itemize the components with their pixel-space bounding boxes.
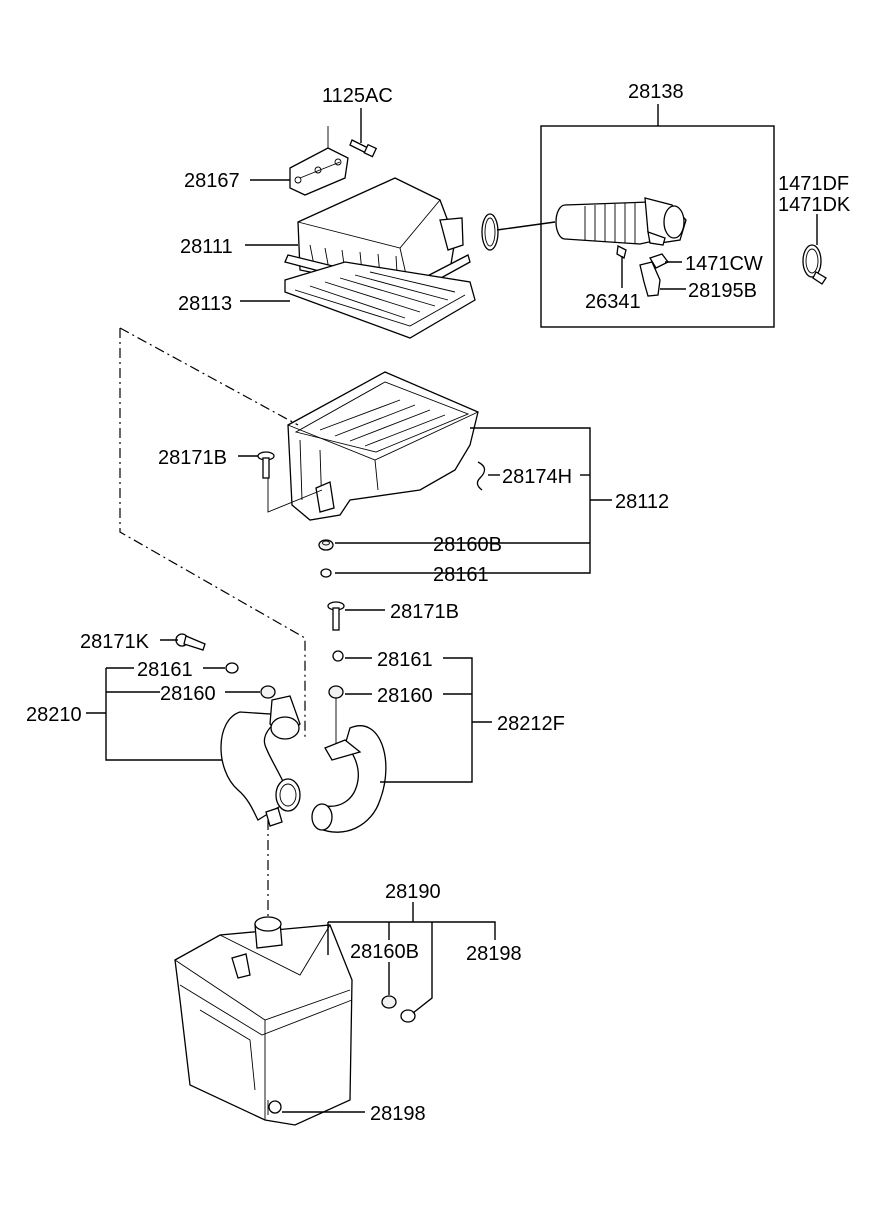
label-28171B-lower: 28171B	[390, 601, 459, 623]
part-labels: 1125AC 28138 1471DF 1471DK 28167 28111 2…	[26, 81, 851, 1125]
label-28171B-upper: 28171B	[158, 447, 227, 469]
label-1125AC: 1125AC	[322, 85, 393, 107]
label-28167: 28167	[184, 170, 240, 192]
bolt-28171B-lower	[327, 601, 345, 631]
collar-28198-lower	[267, 1100, 282, 1115]
label-28161-right: 28161	[377, 649, 433, 671]
label-28112: 28112	[615, 491, 669, 513]
label-28198-lower: 28198	[370, 1103, 426, 1125]
label-28113: 28113	[178, 293, 232, 315]
label-28161-left: 28161	[137, 659, 193, 681]
alignment-line-left	[119, 327, 299, 426]
collar-28198-upper	[400, 1009, 416, 1023]
bolt-1125AC	[349, 139, 378, 158]
label-28161-upper: 28161	[433, 564, 489, 586]
label-28190: 28190	[385, 881, 441, 903]
label-28210: 28210	[26, 704, 82, 726]
clip-28174H	[476, 461, 486, 491]
bracket-28167	[289, 126, 349, 196]
breather-hose-28195B	[639, 261, 661, 297]
label-28160-right: 28160	[377, 685, 433, 707]
resonator-28190	[174, 916, 353, 1126]
label-28160B-lower: 28160B	[350, 941, 419, 963]
intake-hose-28138	[555, 197, 687, 246]
lower-case-28112	[287, 371, 479, 521]
grommet-28160B-upper	[318, 539, 334, 551]
label-28174H: 28174H	[502, 466, 572, 488]
air-duct-28212F	[311, 725, 387, 833]
clip-26341	[616, 245, 627, 259]
bolt-28171K	[175, 633, 206, 651]
hose-clamp-ring	[481, 213, 499, 251]
label-28138: 28138	[628, 81, 684, 103]
label-28111: 28111	[180, 236, 233, 258]
bolt-28171B-upper	[257, 451, 323, 513]
label-26341: 26341	[585, 291, 641, 313]
grommet-28160B-lower	[381, 995, 397, 1009]
label-1471DF: 1471DF	[778, 173, 849, 195]
collar-28161-upper	[320, 568, 332, 578]
label-28195B: 28195B	[688, 280, 757, 302]
label-28198-upper: 28198	[466, 943, 522, 965]
collar-28161-left	[225, 662, 239, 674]
label-28212F: 28212F	[497, 713, 565, 735]
grommet-28160-right	[328, 685, 344, 745]
label-28171K: 28171K	[80, 631, 150, 653]
collar-28161-right	[332, 650, 344, 662]
label-1471CW: 1471CW	[685, 253, 763, 275]
label-1471DK: 1471DK	[778, 194, 851, 216]
alignment-line-left-vertical	[119, 328, 306, 740]
hose-clamp-1471DF	[802, 244, 827, 285]
filter-element-28113	[284, 261, 476, 339]
air-duct-28210	[220, 695, 301, 827]
label-28160B-upper: 28160B	[433, 534, 502, 556]
grommet-28160-left	[260, 685, 276, 699]
label-28160-left: 28160	[160, 683, 216, 705]
leader-lines	[86, 104, 818, 1113]
